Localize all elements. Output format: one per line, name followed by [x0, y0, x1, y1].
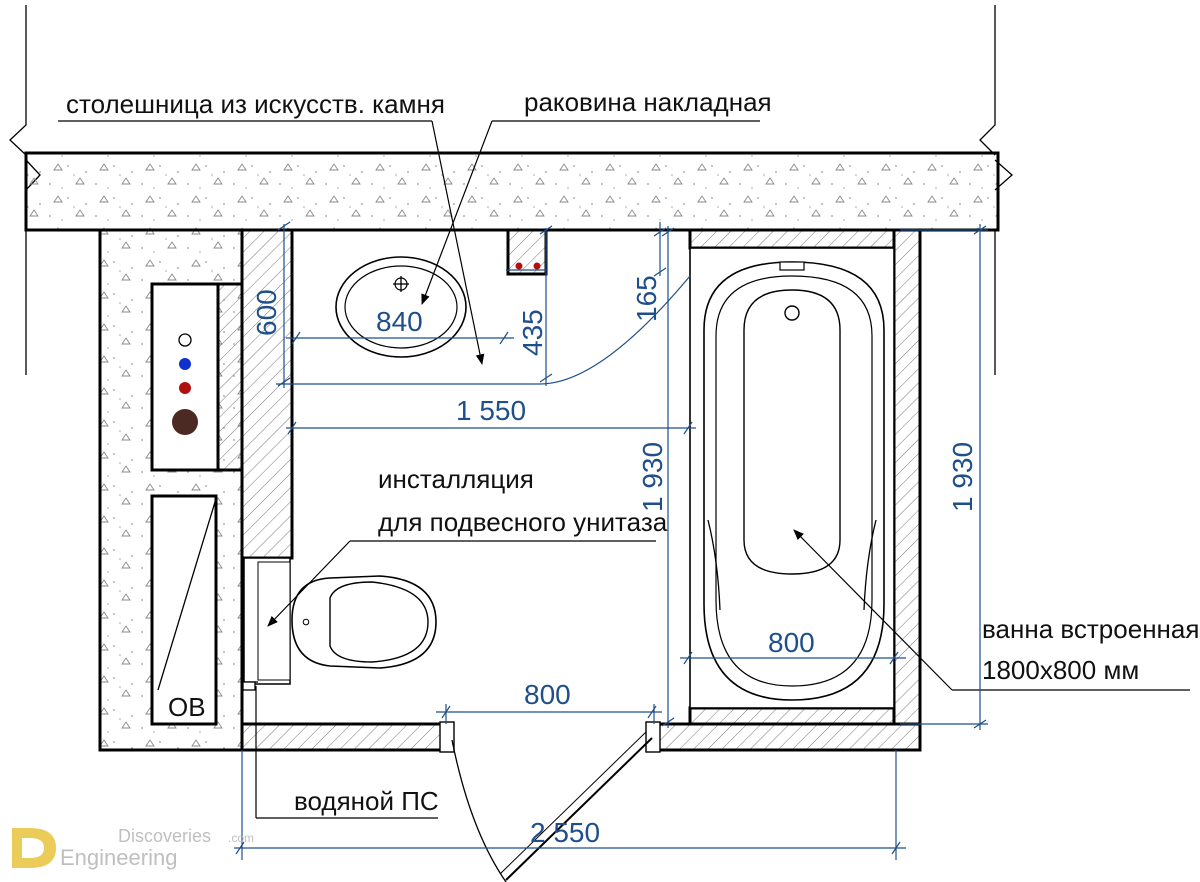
dim-800-bath: 800 [768, 627, 815, 658]
dim-800-door: 800 [524, 679, 571, 710]
pipe-box-hot2-icon [533, 262, 541, 270]
pipe-box [506, 228, 548, 276]
bath-drain-icon [784, 305, 800, 321]
concrete-slab [24, 151, 1000, 232]
engineering-logo-icon [12, 828, 56, 868]
drain-pipe-icon [172, 409, 198, 435]
water-riser-label: водяной ПС [294, 786, 439, 816]
dim-165: 165 [631, 275, 662, 322]
leader-lines [58, 120, 1190, 819]
riser-marker [242, 681, 256, 691]
bath-label-line1: ванна встроенная [982, 614, 1199, 644]
pipe-shaft [150, 282, 220, 472]
sink-label: раковина накладная [524, 87, 772, 117]
dim-435: 435 [517, 309, 548, 356]
toilet-installation [243, 557, 291, 685]
toilet-bowl [291, 575, 437, 669]
countertop-label: столешница из искусств. камня [66, 89, 445, 119]
installation-label-line1: инсталляция [378, 464, 534, 494]
watermark: Discoveries .com Engineering [12, 826, 254, 870]
bath-label-line2: 1800x800 мм [982, 655, 1139, 685]
right-wall [892, 228, 922, 726]
dim-1930-right: 1 930 [947, 442, 978, 512]
door [439, 721, 661, 882]
pipe-box-hot-icon [515, 262, 523, 270]
cold-water-pipe-icon [179, 358, 191, 370]
dim-1930-left: 1 930 [637, 442, 668, 512]
dimension-lines [234, 221, 988, 860]
bottom-wall-right [654, 722, 922, 752]
svg-text:.com: .com [228, 831, 254, 845]
dim-840: 840 [376, 306, 423, 337]
left-partition-wall [216, 282, 244, 472]
pipe-outlet-icon [178, 333, 192, 347]
dim-1550: 1 550 [456, 395, 526, 426]
svg-text:Engineering: Engineering [60, 845, 177, 870]
bath-top-shelf [688, 228, 896, 250]
hot-water-pipe-icon [179, 382, 191, 394]
dim-2550: 2 550 [530, 817, 600, 848]
installation-label-line2: для подвесного унитаза [378, 507, 668, 537]
ov-label: ОВ [168, 692, 206, 722]
dim-600: 600 [251, 289, 282, 336]
bath-bottom-shelf [688, 706, 896, 726]
bottom-wall-left [240, 722, 448, 752]
bathtub [689, 247, 895, 709]
svg-text:Discoveries: Discoveries [118, 826, 211, 846]
